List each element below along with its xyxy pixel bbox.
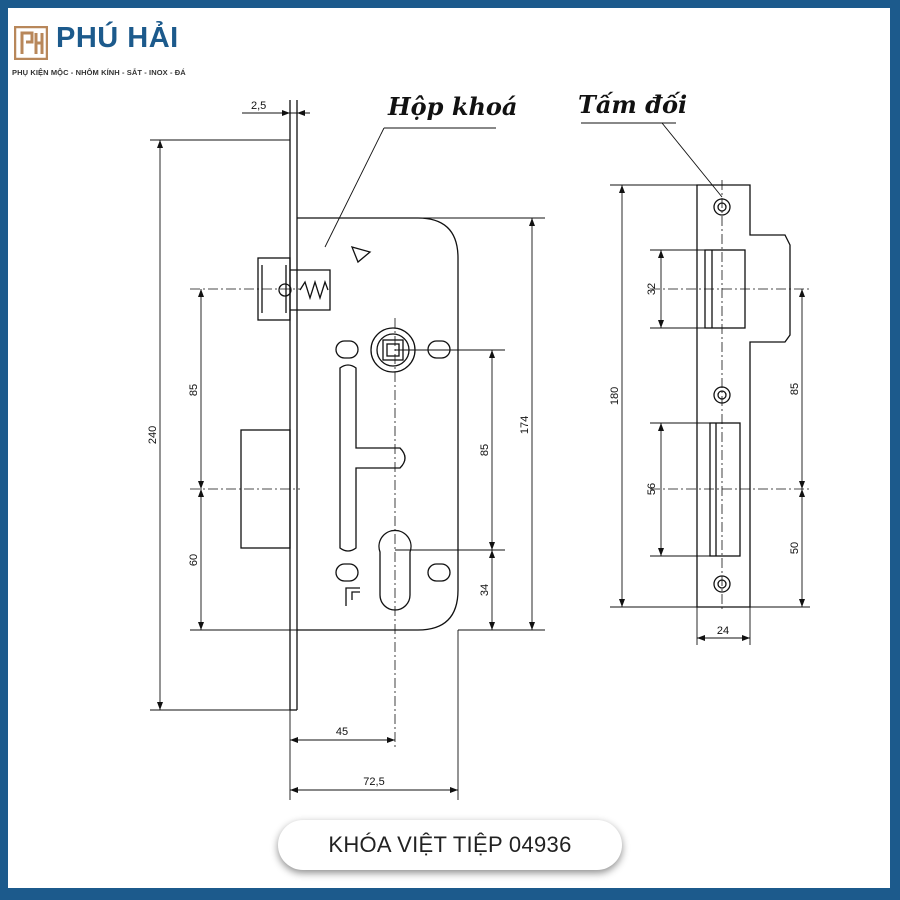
lock-body-label: Hộp khoá bbox=[387, 92, 517, 121]
dim-strike-upper-opening: 32 bbox=[646, 283, 658, 295]
product-caption-text: KHÓA VIỆT TIỆP 04936 bbox=[328, 832, 572, 857]
small-hook-icon bbox=[345, 587, 360, 606]
dim-body-depth: 72,5 bbox=[363, 776, 384, 788]
dim-strike-width: 24 bbox=[717, 625, 729, 637]
screw-hole-middle bbox=[713, 386, 731, 404]
dim-upper-spacing: 85 bbox=[188, 384, 200, 396]
right-slot-upper bbox=[427, 340, 451, 359]
brand-name: PHÚ HẢI bbox=[56, 22, 179, 54]
phu-hai-logo-icon bbox=[14, 26, 48, 60]
triangle-mark-icon bbox=[350, 246, 372, 264]
lock-case bbox=[297, 217, 459, 631]
right-slot-lower bbox=[427, 563, 451, 582]
strike-upper-opening bbox=[704, 249, 746, 329]
lever-slot bbox=[339, 364, 406, 552]
dim-faceplate-thickness: 2,5 bbox=[251, 100, 266, 112]
dim-strike-lower-opening: 56 bbox=[646, 483, 658, 495]
dim-body-height: 174 bbox=[519, 416, 531, 434]
brand-tagline: PHỤ KIỆN MỘC - NHÔM KÍNH - SẮT - INOX - … bbox=[12, 68, 186, 77]
dim-cylinder-to-bottom: 34 bbox=[479, 584, 491, 596]
strike-plate-label: Tấm đối bbox=[578, 90, 687, 119]
strike-plate-outline bbox=[696, 184, 791, 608]
dim-strike-lower-spacing: 50 bbox=[789, 542, 801, 554]
brand-logo: PHÚ HẢI PHỤ KIỆN MỘC - NHÔM KÍNH - SẮT -… bbox=[8, 12, 238, 82]
left-slot-lower bbox=[335, 563, 359, 582]
strike-lower-opening bbox=[709, 422, 741, 557]
dim-lower-spacing: 60 bbox=[188, 554, 200, 566]
dim-faceplate-height: 240 bbox=[147, 426, 159, 444]
left-slot-upper bbox=[335, 340, 359, 359]
dim-strike-height: 180 bbox=[609, 387, 621, 405]
image-frame bbox=[8, 8, 890, 888]
dim-handle-to-cylinder: 85 bbox=[479, 444, 491, 456]
lock-faceplate bbox=[289, 100, 298, 711]
screw-hole-top bbox=[713, 198, 731, 216]
product-caption: KHÓA VIỆT TIỆP 04936 bbox=[278, 820, 622, 870]
cylinder-hole bbox=[378, 529, 412, 611]
screw-hole-bottom bbox=[713, 575, 731, 593]
dim-backset: 45 bbox=[336, 726, 348, 738]
dim-strike-upper-spacing: 85 bbox=[789, 383, 801, 395]
